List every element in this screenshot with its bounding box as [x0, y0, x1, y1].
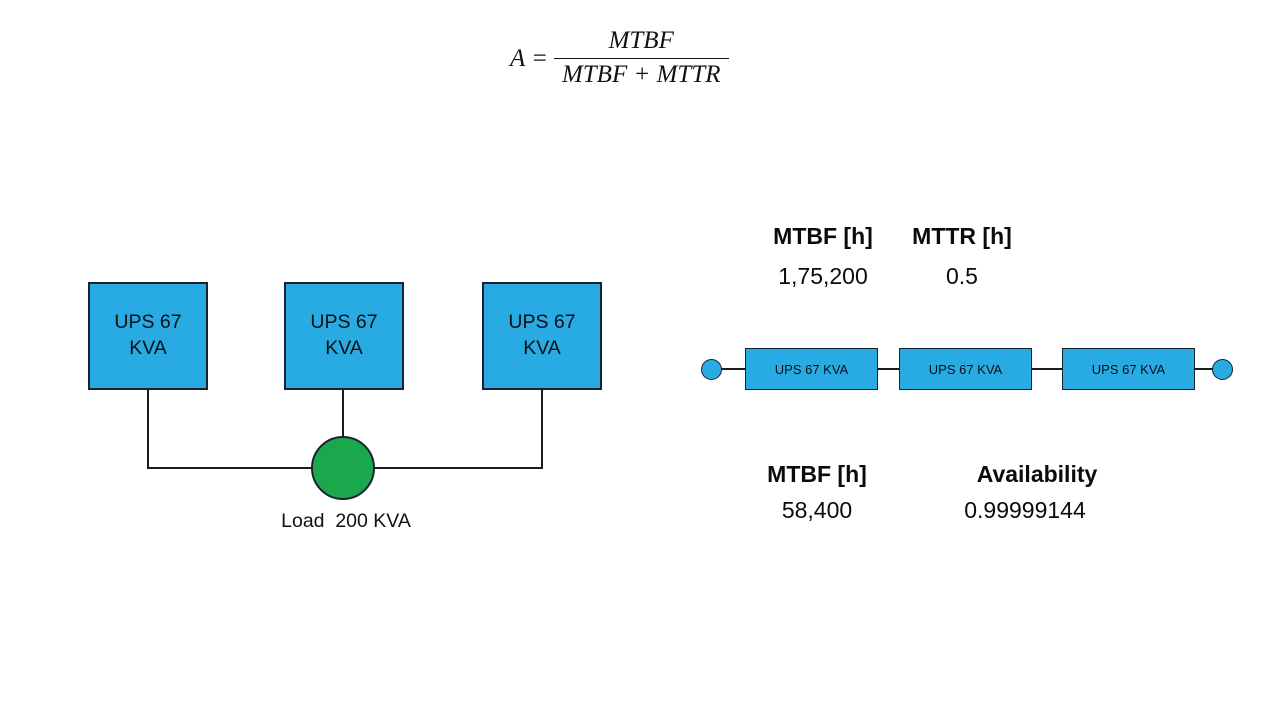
- rbd-start-node[interactable]: [701, 359, 722, 380]
- wire-unit3-vertical: [541, 390, 543, 469]
- fraction-bar: [553, 57, 729, 59]
- availability-formula: A = MTBF MTBF + MTTR: [510, 26, 729, 91]
- wire-rbd-start-to-block1: [721, 368, 746, 370]
- ups-unit-1[interactable]: UPS 67 KVA: [88, 282, 208, 390]
- wire-rbd-block2-to-block3: [1031, 368, 1063, 370]
- formula-numerator: MTBF: [608, 27, 674, 54]
- rbd-end-node[interactable]: [1212, 359, 1233, 380]
- ups-unit-3-label: UPS 67 KVA: [508, 311, 576, 359]
- input-mtbf-header: MTBF [h]: [773, 223, 873, 249]
- wire-unit1-vertical: [147, 390, 149, 469]
- input-mttr-value: 0.5: [946, 263, 978, 289]
- rbd-block-2-label: UPS 67 KVA: [928, 361, 1003, 377]
- ups-unit-1-label: UPS 67 KVA: [114, 311, 182, 359]
- wire-unit3-horizontal: [342, 467, 543, 469]
- rbd-block-3-label: UPS 67 KVA: [1091, 361, 1166, 377]
- wire-rbd-block3-to-end: [1194, 368, 1213, 370]
- formula-fraction: MTBF MTBF + MTTR: [553, 26, 729, 91]
- load-label: Load 200 KVA: [281, 510, 411, 532]
- ups-unit-2[interactable]: UPS 67 KVA: [284, 282, 404, 390]
- output-mtbf-value: 58,400: [781, 497, 853, 523]
- rbd-block-2[interactable]: UPS 67 KVA: [899, 348, 1032, 390]
- input-mttr-header: MTTR [h]: [912, 223, 1012, 249]
- formula-denominator: MTBF + MTTR: [561, 61, 721, 88]
- rbd-block-1[interactable]: UPS 67 KVA: [745, 348, 878, 390]
- ups-unit-2-label: UPS 67 KVA: [310, 311, 378, 359]
- rbd-block-1-label: UPS 67 KVA: [774, 361, 849, 377]
- wire-unit1-horizontal: [147, 467, 344, 469]
- rbd-block-3[interactable]: UPS 67 KVA: [1062, 348, 1195, 390]
- formula-left-hand-side: A =: [510, 44, 548, 72]
- input-mtbf-value: 1,75,200: [778, 263, 868, 289]
- reliability-block-diagram: UPS 67 KVA UPS 67 KVA UPS 67 KVA: [701, 348, 1233, 390]
- ups-physical-diagram: UPS 67 KVA UPS 67 KVA UPS 67 KVA Load 20…: [0, 0, 660, 560]
- load-node[interactable]: [311, 436, 375, 500]
- availability-value: 0.99999144: [964, 497, 1086, 523]
- wire-rbd-block1-to-block2: [877, 368, 900, 370]
- output-mtbf-header: MTBF [h]: [767, 461, 867, 487]
- ups-unit-3[interactable]: UPS 67 KVA: [482, 282, 602, 390]
- availability-header: Availability: [976, 461, 1098, 487]
- wire-unit2-vertical: [342, 390, 344, 438]
